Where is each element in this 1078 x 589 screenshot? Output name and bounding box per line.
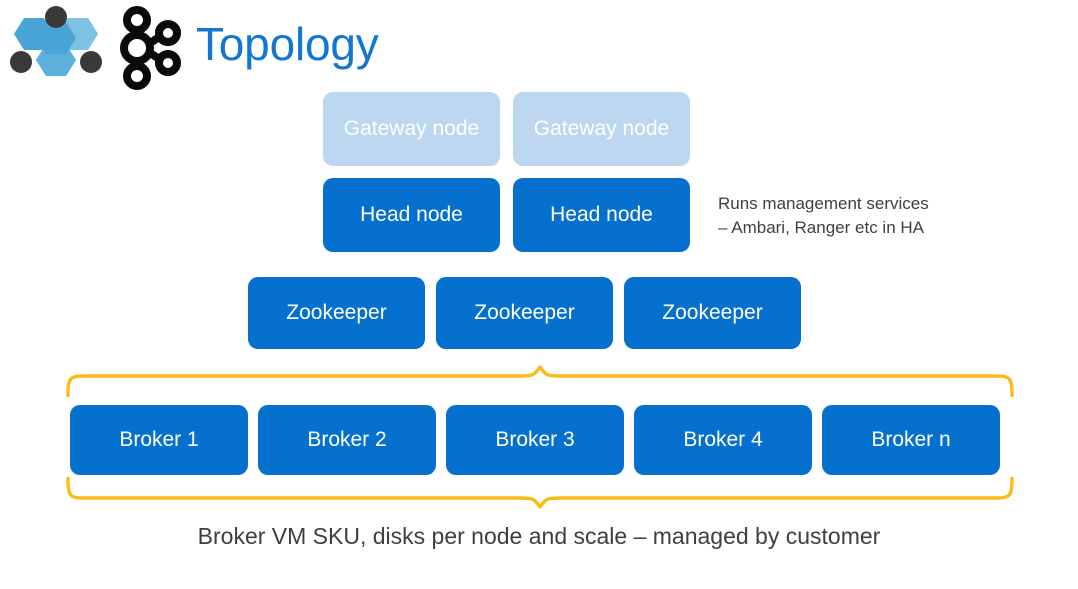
node-gateway-1[interactable]: Gateway node [323,92,500,166]
hdinsight-logo [4,4,108,92]
slide-header: Topology [0,0,400,96]
broker-brace-bottom [64,477,1016,509]
node-zookeeper-3[interactable]: Zookeeper [624,277,801,349]
page-title: Topology [196,18,379,70]
node-broker-2[interactable]: Broker 2 [258,405,436,475]
node-broker-1[interactable]: Broker 1 [70,405,248,475]
broker-brace-top [64,365,1016,397]
node-zookeeper-2[interactable]: Zookeeper [436,277,613,349]
node-head-1[interactable]: Head node [323,178,500,252]
head-node-note-line-1: Runs management services [718,194,929,213]
node-head-2[interactable]: Head node [513,178,690,252]
broker-caption: Broker VM SKU, disks per node and scale … [197,523,881,549]
node-broker-4[interactable]: Broker 4 [634,405,812,475]
node-zookeeper-1[interactable]: Zookeeper [248,277,425,349]
head-node-note-line-2: – Ambari, Ranger etc in HA [718,218,924,237]
node-gateway-2[interactable]: Gateway node [513,92,690,166]
kafka-logo [112,4,186,92]
head-node-note: Runs management services – Ambari, Range… [718,192,978,240]
node-broker-n[interactable]: Broker n [822,405,1000,475]
node-broker-3[interactable]: Broker 3 [446,405,624,475]
